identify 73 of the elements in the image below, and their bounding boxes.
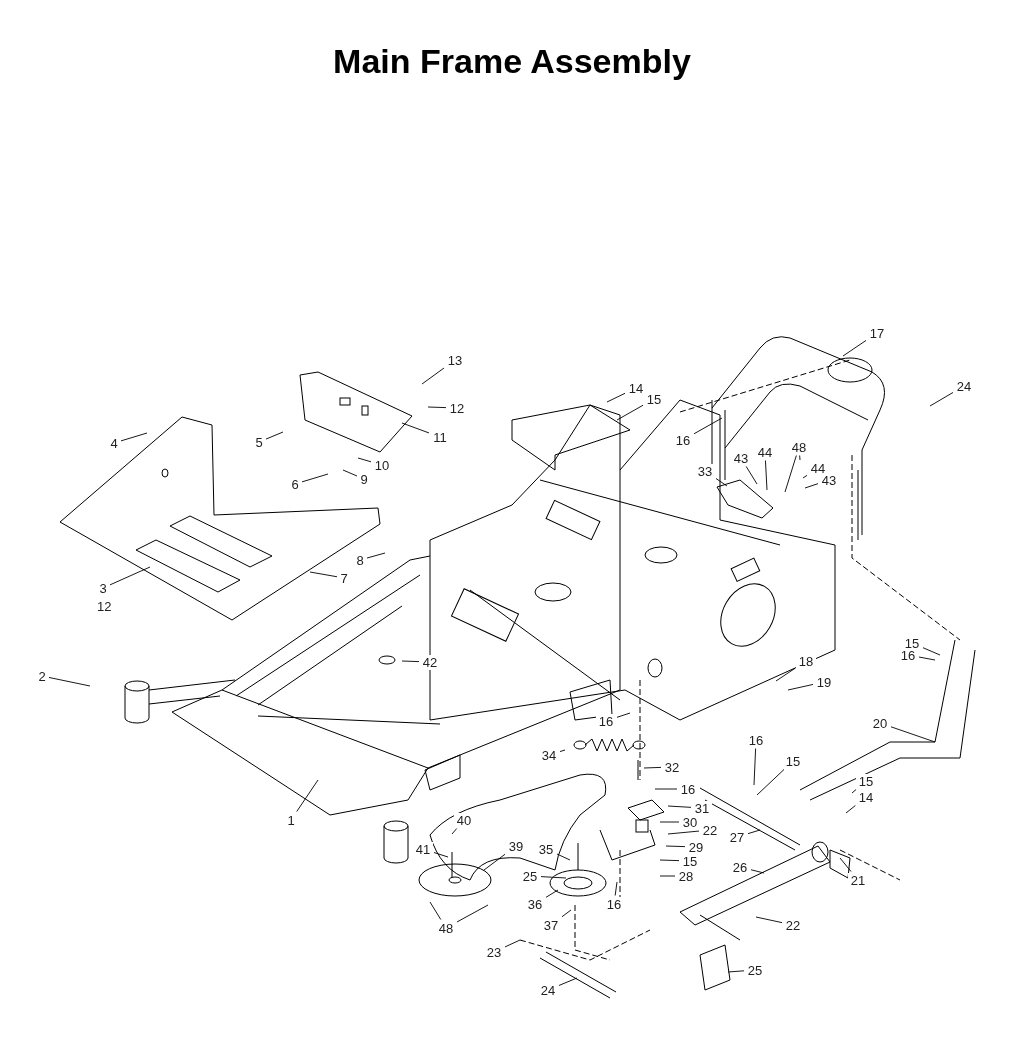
callout-number: 41 xyxy=(413,841,433,857)
leader-line xyxy=(845,805,856,814)
callout-number: 40 xyxy=(454,812,474,828)
leader-line xyxy=(667,805,692,808)
leader-line xyxy=(427,406,447,409)
leader-line xyxy=(750,869,765,874)
leader-line xyxy=(545,889,559,898)
leader-line xyxy=(715,478,728,487)
leader-line xyxy=(839,857,852,872)
leader-line xyxy=(451,828,458,835)
leader-line xyxy=(456,904,489,923)
leader-line xyxy=(851,789,857,794)
leader-line xyxy=(401,660,420,663)
leader-line xyxy=(804,483,819,489)
leader-line xyxy=(421,367,445,385)
leader-line xyxy=(309,571,338,578)
leader-line xyxy=(120,432,148,442)
leader-line xyxy=(483,853,506,871)
leader-line xyxy=(561,909,572,918)
leader-line xyxy=(559,749,566,752)
leader-line xyxy=(109,566,151,586)
leader-line xyxy=(784,455,797,493)
leader-line xyxy=(48,677,91,687)
leader-line xyxy=(366,552,386,559)
leader-line xyxy=(616,712,631,718)
leader-line xyxy=(616,404,644,421)
leader-line xyxy=(296,779,319,812)
leader-line xyxy=(429,901,442,920)
leader-line xyxy=(665,845,686,848)
leader-line xyxy=(654,788,678,790)
leader-line xyxy=(727,970,745,973)
leader-line xyxy=(890,726,936,743)
leader-line xyxy=(342,469,358,477)
leader-line xyxy=(433,852,449,858)
leader-line xyxy=(755,916,783,924)
leader-line xyxy=(301,473,329,483)
leader-line xyxy=(775,667,796,682)
leader-line xyxy=(745,466,758,485)
leader-line xyxy=(659,821,680,823)
callout-number: 16 xyxy=(604,896,624,912)
callout-number: 12 xyxy=(97,599,112,613)
callout-number: 31 xyxy=(692,800,712,816)
leader-line xyxy=(357,457,372,463)
leader-line xyxy=(659,875,676,877)
leader-line xyxy=(401,422,430,434)
leader-line xyxy=(799,455,801,461)
leader-line xyxy=(504,939,521,948)
diagram-title: Main Frame Assembly xyxy=(332,41,692,82)
leader-line xyxy=(756,769,785,796)
leader-line xyxy=(693,417,723,435)
leader-line xyxy=(802,474,808,479)
callout-number: 33 xyxy=(695,463,715,479)
leader-line xyxy=(659,859,680,862)
leader-line xyxy=(265,431,284,440)
leader-line xyxy=(606,392,626,403)
leader-line xyxy=(614,881,618,896)
leader-line xyxy=(558,977,578,986)
leader-line xyxy=(753,748,757,786)
leader-line xyxy=(922,647,941,656)
callout-number: 42 xyxy=(420,654,440,670)
leader-line xyxy=(747,829,761,835)
leader-line xyxy=(540,876,567,879)
leader-line xyxy=(929,392,954,407)
leader-line xyxy=(643,766,662,769)
leader-line xyxy=(667,830,700,835)
leader-line xyxy=(765,460,768,491)
leader-line xyxy=(556,853,571,861)
leader-line xyxy=(842,340,867,357)
callout-number: 15 xyxy=(856,773,876,789)
leader-line xyxy=(918,656,936,661)
callout-number: 16 xyxy=(596,713,616,729)
leader-line xyxy=(787,684,814,691)
callout-number: 21 xyxy=(848,872,868,888)
